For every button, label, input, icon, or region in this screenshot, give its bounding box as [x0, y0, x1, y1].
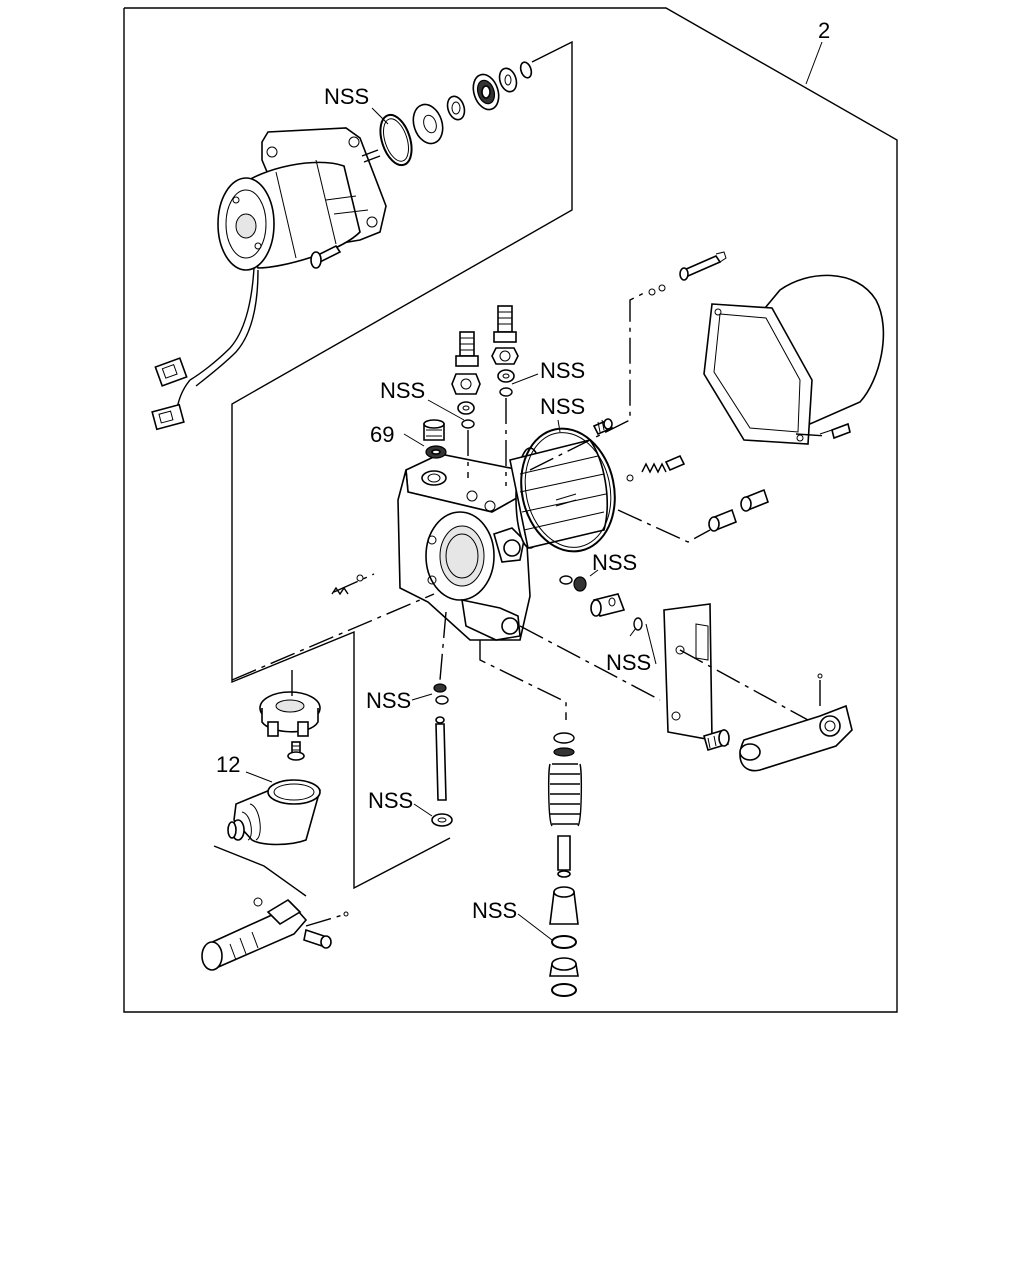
- callout-nss-fitting-left: NSS: [380, 378, 425, 403]
- ball-bearing: [472, 73, 500, 111]
- spring-stack: [547, 732, 583, 878]
- motor-group-boundary: [231, 40, 573, 890]
- lever-arm: [739, 673, 853, 772]
- bottom-valve-parts: [549, 886, 579, 997]
- thrust-washer: [412, 103, 444, 145]
- callout-nss-bracket: NSS: [606, 650, 651, 675]
- assembly-leader: [805, 41, 823, 85]
- elbow-boot-12: [227, 779, 321, 846]
- callout-69: 69: [370, 422, 394, 447]
- callout-nss-washer: NSS: [368, 788, 413, 813]
- diagram-frame: [123, 7, 898, 1013]
- top-right-pin: [648, 251, 727, 296]
- cylinder-gasket: [520, 427, 616, 553]
- callout-nss-side: NSS: [592, 550, 637, 575]
- o-ring: [379, 113, 413, 167]
- left-spring: [331, 574, 364, 596]
- side-pin: [590, 593, 626, 617]
- callout-nss-pin: NSS: [366, 688, 411, 713]
- bottom-bolt: [303, 928, 332, 949]
- mid-right-spring: [626, 454, 686, 482]
- callout-12: 12: [216, 752, 240, 777]
- callout-nss-gasket: NSS: [540, 394, 585, 419]
- callout-nss-fitting-right: NSS: [540, 358, 585, 383]
- electric-motor: [151, 127, 387, 431]
- motor-cover: [703, 274, 885, 445]
- side-seal: [559, 575, 587, 592]
- pipe-fitting-left: [451, 331, 481, 429]
- callout-nss-motor: NSS: [324, 84, 369, 109]
- motor-shaft-parts: [379, 61, 533, 167]
- callout-2: 2: [818, 18, 830, 43]
- mid-right-sleeves: [708, 488, 769, 532]
- cover-group-boundary: [529, 291, 647, 471]
- bottom-plug: [201, 897, 308, 971]
- push-rod: [431, 683, 453, 827]
- callout-nss-spring: NSS: [472, 898, 517, 923]
- valve-screw: [287, 741, 305, 761]
- housing-cylinder: [509, 427, 616, 553]
- plug-69: [423, 419, 447, 459]
- bracket-bolt: [703, 729, 730, 751]
- pipe-fitting-right: [491, 305, 519, 397]
- diaphragm-valve: [259, 691, 321, 737]
- small-screw: [592, 418, 614, 436]
- mounting-bracket: [663, 603, 713, 741]
